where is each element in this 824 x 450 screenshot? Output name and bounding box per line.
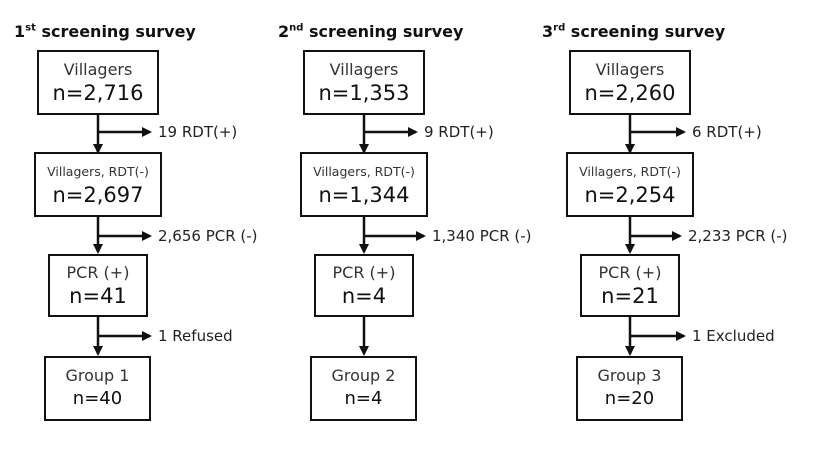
survey-1-exclusion-rdt: 19 RDT(+) — [158, 123, 238, 141]
survey-3-exclusion-excluded: 1 Excluded — [692, 327, 775, 345]
node-count: n=2,254 — [584, 182, 676, 207]
survey-3-group-box: Group 3 n=20 — [576, 356, 683, 421]
node-label: Villagers — [595, 59, 665, 79]
survey-1-group-box: Group 1 n=40 — [44, 356, 151, 421]
node-label: Villagers, RDT(-) — [313, 163, 415, 179]
node-label: Group 3 — [597, 365, 662, 385]
node-count: n=20 — [604, 387, 655, 409]
survey-2-exclusion-rdt: 9 RDT(+) — [424, 123, 494, 141]
survey-3-exclusion-rdt: 6 RDT(+) — [692, 123, 762, 141]
survey-2-group-box: Group 2 n=4 — [310, 356, 417, 421]
survey-1-villagers-box: Villagers n=2,716 — [37, 50, 159, 115]
node-count: n=1,344 — [318, 182, 410, 207]
survey-1-pcr-positive-box: PCR (+) n=41 — [48, 254, 148, 317]
node-count: n=40 — [72, 387, 123, 409]
survey-1-title: 1st screening survey — [14, 22, 196, 41]
node-label: Group 1 — [65, 365, 130, 385]
survey-3-rdt-negative-box: Villagers, RDT(-) n=2,254 — [566, 152, 694, 217]
node-label: PCR (+) — [598, 262, 662, 282]
node-count: n=21 — [601, 283, 659, 308]
node-label: Villagers — [329, 59, 399, 79]
survey-2-title: 2nd screening survey — [278, 22, 464, 41]
survey-2-exclusion-pcr: 1,340 PCR (-) — [432, 227, 532, 245]
survey-2-villagers-box: Villagers n=1,353 — [303, 50, 425, 115]
node-count: n=2,716 — [52, 80, 144, 105]
survey-3-exclusion-pcr: 2,233 PCR (-) — [688, 227, 788, 245]
survey-3-title: 3rd screening survey — [542, 22, 726, 41]
node-count: n=4 — [341, 283, 387, 308]
node-count: n=41 — [69, 283, 127, 308]
node-count: n=4 — [344, 387, 383, 409]
survey-1-exclusion-refused: 1 Refused — [158, 327, 233, 345]
survey-3-villagers-box: Villagers n=2,260 — [569, 50, 691, 115]
node-label: Villagers — [63, 59, 133, 79]
node-label: Villagers, RDT(-) — [579, 163, 681, 179]
survey-1-exclusion-pcr: 2,656 PCR (-) — [158, 227, 258, 245]
node-count: n=2,697 — [52, 182, 144, 207]
node-label: PCR (+) — [66, 262, 130, 282]
node-label: PCR (+) — [332, 262, 396, 282]
survey-1-rdt-negative-box: Villagers, RDT(-) n=2,697 — [34, 152, 162, 217]
survey-3-pcr-positive-box: PCR (+) n=21 — [580, 254, 680, 317]
node-label: Villagers, RDT(-) — [47, 163, 149, 179]
survey-2-rdt-negative-box: Villagers, RDT(-) n=1,344 — [300, 152, 428, 217]
node-count: n=1,353 — [318, 80, 410, 105]
node-label: Group 2 — [331, 365, 396, 385]
node-count: n=2,260 — [584, 80, 676, 105]
survey-2-pcr-positive-box: PCR (+) n=4 — [314, 254, 414, 317]
